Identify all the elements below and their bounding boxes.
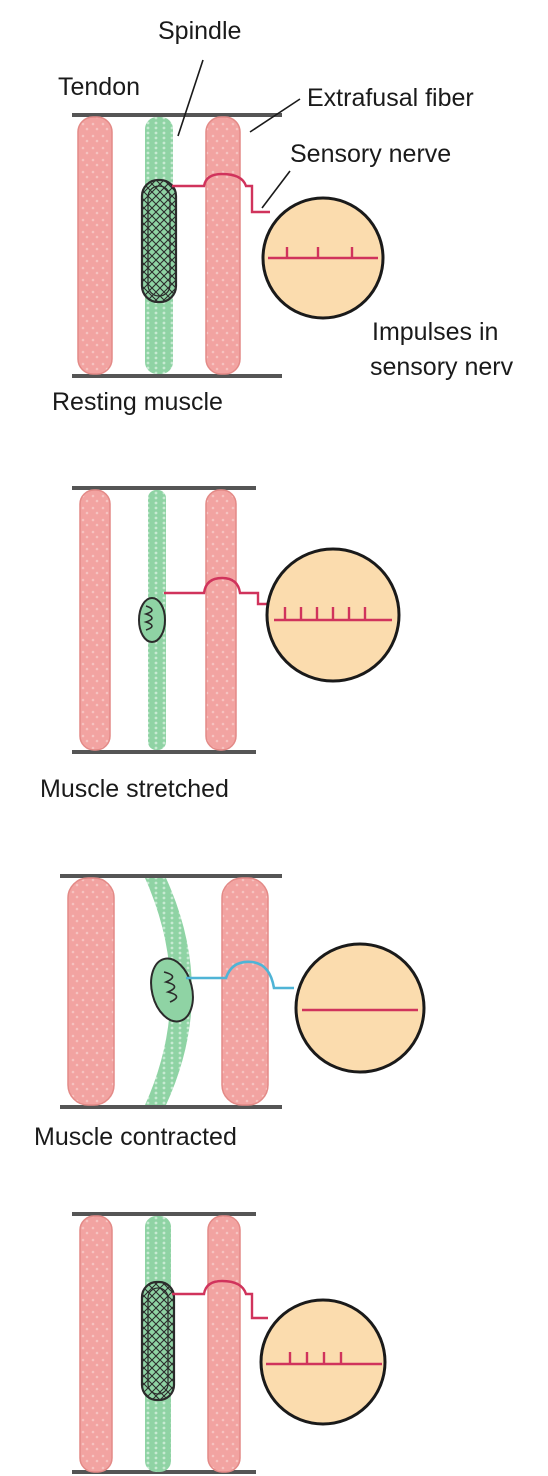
spindle-capsule [140, 178, 178, 304]
impulses-label-line2: sensory nerv [370, 353, 514, 381]
nerve-leader-line [261, 170, 291, 209]
extrafusal-fiber [67, 877, 115, 1106]
impulse-spikes [283, 607, 367, 620]
spindle-leader-line [177, 59, 204, 137]
impulse-circle [294, 942, 426, 1074]
panel-resting-bottom [72, 1212, 387, 1474]
spindle-coil [163, 971, 178, 1003]
extrafusal-fiber [79, 1215, 113, 1473]
muscle-stretched-caption: Muscle stretched [40, 775, 229, 803]
impulse-spikes [285, 247, 354, 258]
spindle-capsule-inner [147, 185, 171, 297]
extrafusal-fiber [207, 1215, 241, 1473]
sensory-nerve-label: Sensory nerve [290, 140, 452, 168]
impulse-spikes [288, 1352, 343, 1364]
spindle-capsule-inner [147, 1287, 169, 1395]
muscle-contracted-caption: Muscle contracted [34, 1123, 237, 1151]
resting-muscle-caption: Resting muscle [52, 388, 223, 416]
panel-resting [72, 59, 385, 378]
panel-stretched [72, 486, 401, 754]
sensory-nerve [172, 1279, 268, 1320]
sensory-nerve [172, 172, 270, 214]
extrafusal-fiber [79, 489, 111, 751]
extrafusal-fiber [221, 877, 269, 1106]
extrafusal-fiber [205, 489, 237, 751]
spindle-capsule [140, 1280, 176, 1402]
extrafusal-fiber [77, 116, 113, 375]
sensory-nerve [164, 576, 272, 606]
spindle-capsule [138, 597, 166, 643]
spindle-label: Spindle [158, 17, 242, 45]
extrafusal-fiber [205, 116, 241, 375]
extrafusal-fiber-label: Extrafusal fiber [307, 84, 474, 112]
tendon-label: Tendon [58, 73, 141, 101]
spindle [145, 878, 192, 1105]
panel-contracted [60, 874, 426, 1109]
extrafusal-leader-line [249, 98, 301, 133]
impulses-label-line1: Impulses in [372, 318, 499, 346]
spindle-coil [143, 605, 153, 631]
sensory-nerve [186, 960, 294, 990]
